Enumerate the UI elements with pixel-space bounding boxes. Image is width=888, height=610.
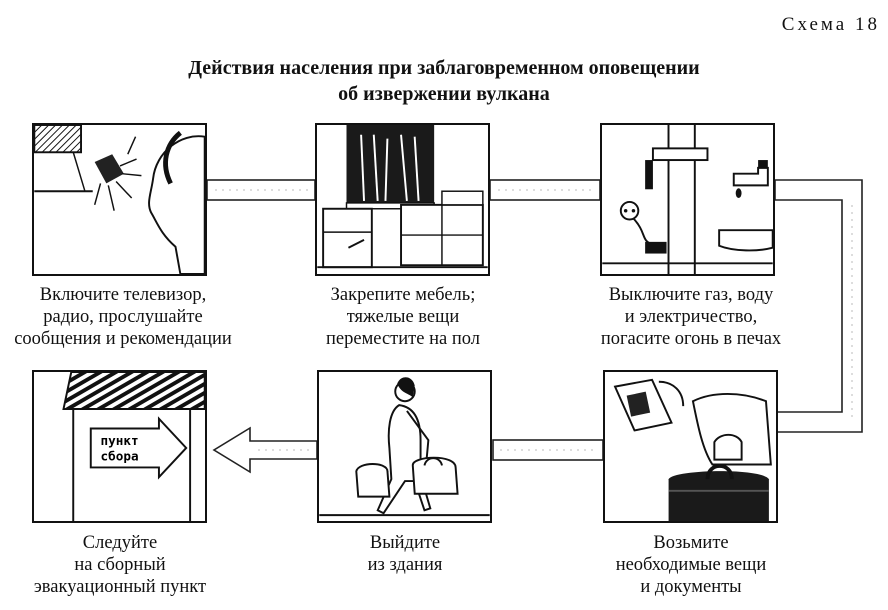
step-6-panel: пункт сбора (32, 370, 207, 523)
title-line-1: Действия населения при заблаговременном … (188, 57, 700, 79)
step-5-caption: Выйдите из здания (318, 532, 492, 576)
tv-radio-icon (34, 125, 205, 274)
step-2-line-1: Закрепите мебель; (330, 285, 476, 305)
assembly-point-icon: пункт сбора (62, 372, 205, 521)
bag-documents-icon (613, 378, 772, 521)
step-5-panel (317, 370, 492, 523)
utilities-icon (602, 125, 773, 274)
connector-4-5 (492, 439, 604, 461)
step-1-line-1: Включите телевизор, (39, 285, 207, 305)
step-6-line-3: эвакуационный пункт (33, 577, 207, 597)
diagram-title: Действия населения при заблаговременном … (0, 55, 888, 107)
sign-text-line1: пункт (101, 433, 139, 448)
step-4-caption: Возьмите необходимые вещи и документы (588, 532, 794, 598)
step-6-line-1: Следуйте (82, 533, 158, 553)
sign-text-line2: сбора (101, 449, 139, 464)
step-4-line-1: Возьмите (653, 533, 729, 553)
step-3-line-1: Выключите газ, воду (608, 285, 774, 305)
step-1-panel (32, 123, 207, 276)
step-1-caption: Включите телевизор, радио, прослушайте с… (0, 284, 254, 350)
step-1-line-3: сообщения и рекомендации (14, 329, 232, 349)
schema-number: Схема 18 (781, 14, 880, 35)
step-4-panel (603, 370, 778, 523)
furniture-icon (317, 125, 488, 269)
step-1-line-2: радио, прослушайте (43, 307, 203, 327)
person-leaving-icon (319, 377, 490, 517)
step-2-panel (315, 123, 490, 276)
step-3-line-2: и электричество, (624, 307, 758, 327)
step-2-caption: Закрепите мебель; тяжелые вещи перемести… (292, 284, 514, 350)
step-2-line-3: переместите на пол (326, 329, 480, 349)
step-2-line-2: тяжелые вещи (346, 307, 460, 327)
step-5-line-2: из здания (367, 555, 443, 575)
title-line-2: об извержении вулкана (338, 83, 550, 105)
step-6-caption: Следуйте на сборный эвакуационный пункт (10, 532, 230, 598)
step-4-line-3: и документы (640, 577, 742, 597)
step-5-line-1: Выйдите (369, 533, 441, 553)
step-6-line-2: на сборный (74, 555, 166, 575)
step-3-panel (600, 123, 775, 276)
step-3-caption: Выключите газ, воду и электричество, пог… (560, 284, 822, 350)
step-3-line-3: погасите огонь в печах (600, 329, 782, 349)
step-4-line-2: необходимые вещи (615, 555, 767, 575)
